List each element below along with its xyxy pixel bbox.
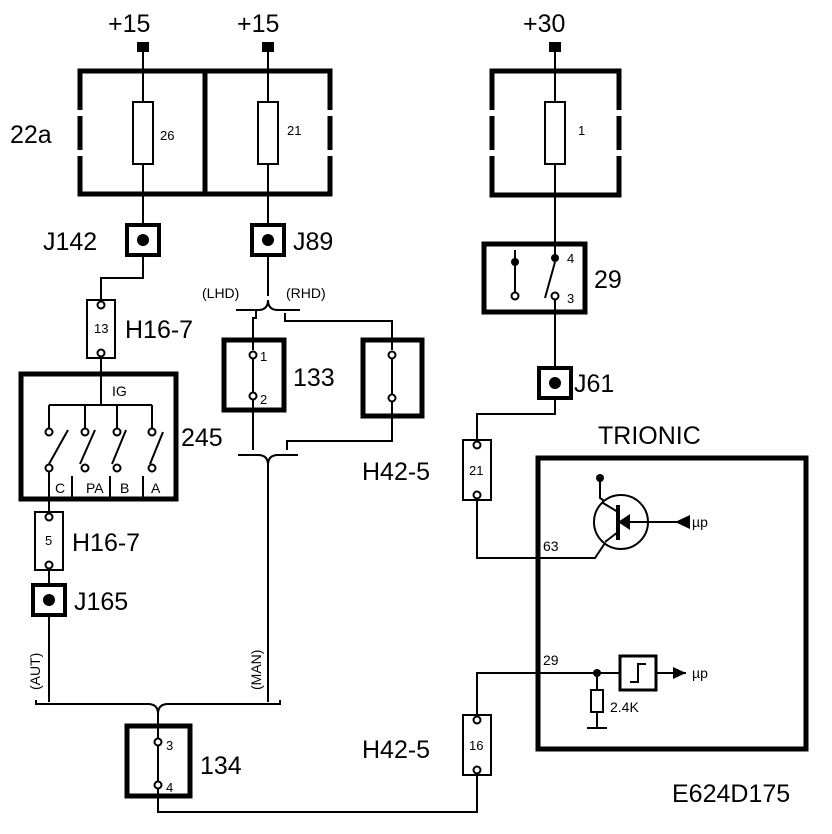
splice-j89: J89 <box>250 193 333 257</box>
ignition-ig-label: IG <box>112 383 127 399</box>
variant-lhd-label: (LHD) <box>202 285 239 301</box>
fusebox-main: 1 <box>488 68 624 198</box>
supply-15-right: +15 <box>237 10 279 72</box>
switch-134: 3 4 134 <box>124 723 242 799</box>
splice-j89-label: J89 <box>293 228 333 256</box>
connector-label: H16-7 <box>125 316 193 344</box>
trionic-mu-label: µp <box>692 514 708 530</box>
connector-label: H16-7 <box>72 529 140 557</box>
switch-133-pin: 2 <box>260 392 267 407</box>
relay-29-pin: 4 <box>567 251 574 266</box>
connector-h16-7-bottom: 5 H16-7 <box>34 511 140 571</box>
fuse-26-label: 26 <box>160 128 174 143</box>
fusebox-label: 22a <box>10 121 52 149</box>
connector-pin: 16 <box>469 738 483 753</box>
relay-29-label: 29 <box>594 266 622 294</box>
connector-pin: 21 <box>469 463 483 478</box>
switch-133-pin: 1 <box>260 349 267 364</box>
splice-j61-label: J61 <box>574 370 614 398</box>
trionic-resistor-label: 2.4K <box>610 699 639 715</box>
connector-pin: 13 <box>94 321 108 336</box>
connector-pin: 5 <box>45 533 52 548</box>
splice-j142: J142 <box>43 193 161 257</box>
connector-h42-5-top: 21 H42-5 <box>362 439 492 501</box>
splice-j165: J165 <box>31 583 128 617</box>
ignition-position-pa: PA <box>86 480 104 496</box>
variant-rhd-label: (RHD) <box>286 285 326 301</box>
trionic-pin: 63 <box>543 538 559 554</box>
diagram-code: E624D175 <box>672 780 790 808</box>
ignition-position-b: B <box>120 480 129 496</box>
connector-h42-5-bottom: 16 H42-5 <box>362 714 492 776</box>
fuse-21-label: 21 <box>287 123 301 138</box>
ignition-switch-245: IG C PA B A 245 <box>18 358 223 502</box>
relay-29-pin: 3 <box>567 291 574 306</box>
trionic-title: TRIONIC <box>598 422 701 450</box>
switch-133: 1 2 133 <box>221 337 335 413</box>
splice-j61: J61 <box>537 366 614 400</box>
connector-h16-7-top: 13 H16-7 <box>86 299 193 359</box>
ignition-label: 245 <box>181 424 223 452</box>
ignition-position-a: A <box>151 480 161 496</box>
trionic-mu-label: µp <box>692 665 708 681</box>
fusebox-22a: 22a 26 21 <box>10 68 335 197</box>
supply-15-left: +15 <box>108 10 150 72</box>
splice-j142-label: J142 <box>43 228 97 256</box>
switch-134-label: 134 <box>200 752 242 780</box>
ignition-position-c: C <box>55 480 65 496</box>
supply-label: +15 <box>237 10 279 38</box>
connector-label: H42-5 <box>362 458 430 486</box>
fuse-1-label: 1 <box>578 123 585 138</box>
switch-134-pin: 4 <box>166 780 173 795</box>
variant-aut-label: (AUT) <box>27 653 43 690</box>
supply-label: +15 <box>108 10 150 38</box>
connector-label: H42-5 <box>362 736 430 764</box>
splice-j165-label: J165 <box>74 588 128 616</box>
switch-134-pin: 3 <box>166 738 173 753</box>
supply-label: +30 <box>523 10 565 38</box>
switch-133-label: 133 <box>293 364 335 392</box>
trionic-ecu: TRIONIC µp 63 29 µp 2.4K <box>535 422 809 752</box>
relay-29: 4 3 29 <box>481 241 622 315</box>
trionic-pin: 29 <box>543 652 559 668</box>
variant-man-label: (MAN) <box>248 650 264 690</box>
supply-30: +30 <box>523 10 565 72</box>
